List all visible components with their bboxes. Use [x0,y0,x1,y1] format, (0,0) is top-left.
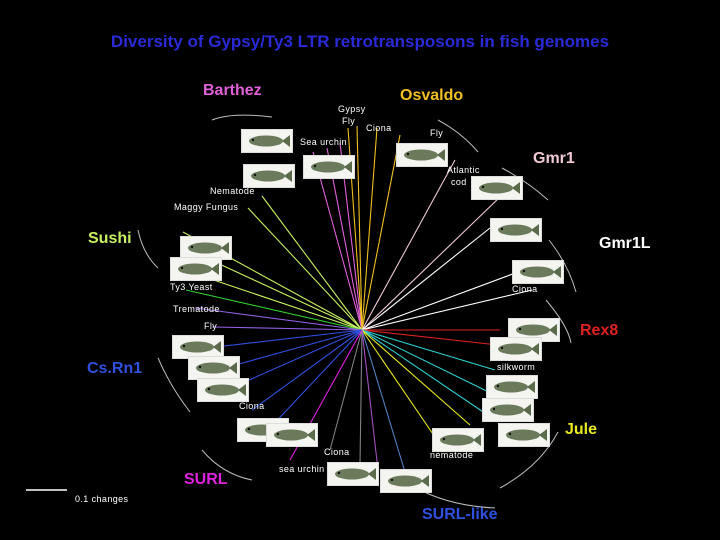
fish-icon [241,129,293,153]
clade-arc [548,239,577,293]
tree-branch [199,254,363,331]
fish-icon [266,423,318,447]
fish-icon [490,337,542,361]
tree-branch [261,195,363,331]
tree-branch [361,329,379,471]
family-label-gmr1l: Gmr1L [599,235,651,252]
family-label-surl: SURL [184,471,228,488]
family-label-rex8: Rex8 [580,322,619,339]
fish-icon [303,155,355,179]
tree-branch [329,329,363,451]
fish-icon [471,176,523,200]
fish-icon [380,469,432,493]
fish-icon [508,318,560,342]
family-label-osvaldo: Osvaldo [400,87,464,104]
fish-icon [512,260,564,284]
species-label-trematode: Trematode [173,304,220,314]
clade-arc [437,119,479,153]
tree-branch [185,289,363,331]
fish-icon [432,428,484,452]
tree-branch [359,329,363,466]
species-label-nematode-bottom: nematode [430,450,474,460]
tree-branch [361,127,378,331]
tree-branch [361,329,496,421]
species-label-ciona-top: Ciona [366,123,392,133]
species-label-ty3-yeast: Ty3 Yeast [170,282,213,292]
tree-branch [361,159,456,331]
species-label-ciona-right: Ciona [512,284,538,294]
clade-arc [499,431,559,489]
tree-branch [361,329,496,371]
species-label-cod: cod [451,177,467,187]
species-label-fly-gypsy: Fly [342,116,356,126]
species-label-sea-urchin-top: Sea urchin [300,137,348,147]
family-label-jule: Jule [565,421,598,438]
fish-icon [188,356,240,380]
species-label-gypsy: Gypsy [338,104,366,114]
species-label-ciona-left: Ciona [239,401,265,411]
clade-arc [211,114,273,121]
tree-branch [312,151,363,331]
family-label-gmr1: Gmr1 [533,150,575,167]
fish-icon [327,462,379,486]
tree-branch [361,329,506,401]
fish-icon [170,257,222,281]
fish-icon [396,143,448,167]
clade-arc [201,449,253,481]
fish-icon [498,423,550,447]
fish-icon [482,398,534,422]
fish-icon [243,164,295,188]
species-label-silkworm: silkworm [497,362,536,372]
tree-branch [251,329,363,411]
tree-branch [361,196,501,331]
fish-icon [486,375,538,399]
tree-branch [361,329,406,473]
fish-icon [490,218,542,242]
slide-title: Diversity of Gypsy/Ty3 LTR retrotranspos… [110,32,610,51]
tree-branch [361,227,491,331]
tree-branch [361,329,438,441]
clade-arc [501,167,549,201]
clade-arc [137,229,159,269]
species-label-fly-left: Fly [204,321,218,331]
tree-branch [361,134,401,331]
tree-branch [194,307,363,331]
fish-icon [180,236,232,260]
species-label-sea-urchin-bottom: sea urchin [279,464,325,474]
family-label-csrn1: Cs.Rn1 [87,360,143,377]
species-label-fly-osvaldo: Fly [430,128,444,138]
tree-branch [361,329,471,426]
fish-icon [197,378,249,402]
species-label-maggy-fungus: Maggy Fungus [174,202,239,212]
species-label-atlantic: Atlantic [447,165,480,175]
species-label-nematode-top: Nematode [210,186,255,196]
tree-branch [211,326,363,331]
family-label-surl-like: SURL-like [422,506,498,523]
scale-bar-label: 0.1 changes [75,494,129,504]
tree-branch [269,329,363,429]
family-label-sushi: Sushi [88,230,132,247]
species-label-ciona-bottom: Ciona [324,447,350,457]
tree-branch [356,125,363,331]
tree-branch [247,207,363,331]
clade-arc [545,299,572,344]
tree-branch [361,289,533,331]
family-label-barthez: Barthez [203,82,262,99]
clade-arc [157,357,191,413]
tree-branch [361,329,499,346]
